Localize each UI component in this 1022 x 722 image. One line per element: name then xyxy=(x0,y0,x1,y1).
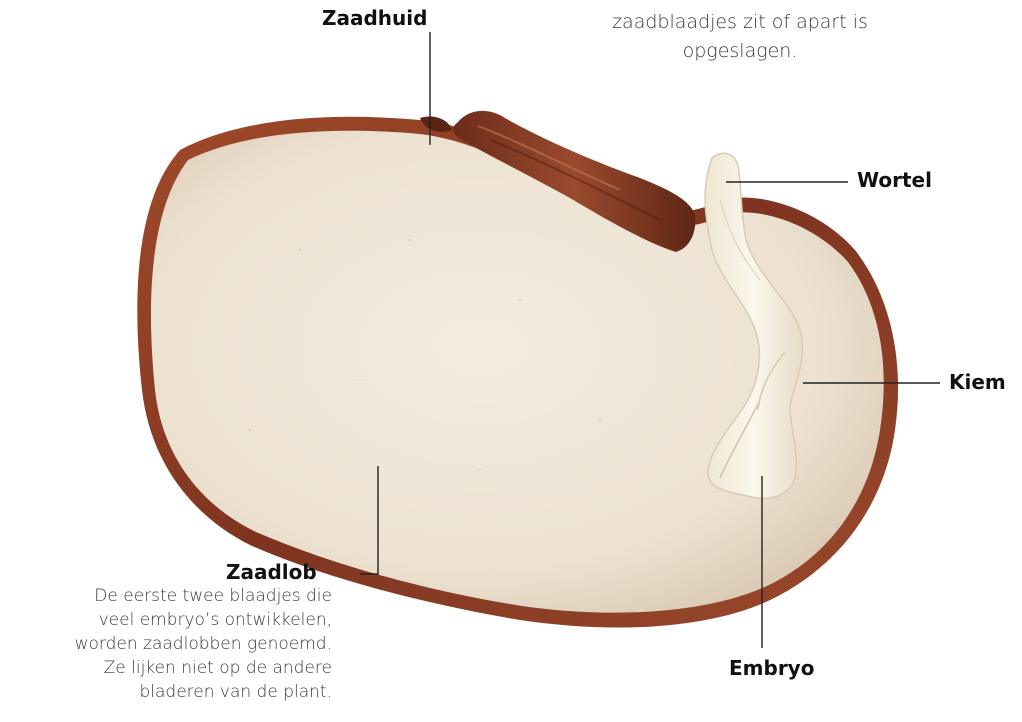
zaadlob-description-line: De eerste twee blaadjes die xyxy=(75,584,332,608)
zaadlob-description-line: Ze lijken niet op de andere xyxy=(75,656,332,680)
top-note-line: zaadblaadjes zit of apart is xyxy=(540,8,940,37)
label-zaadhuid: Zaadhuid xyxy=(322,8,427,28)
label-embryo: Embryo xyxy=(729,658,814,678)
zaadlob-description-line: veel embryo’s ontwikkelen, xyxy=(75,608,332,632)
label-zaadlob: Zaadlob xyxy=(226,562,317,582)
zaadlob-description: De eerste twee blaadjes die veel embryo’… xyxy=(75,584,332,704)
zaadlob-description-line: bladeren van de plant. xyxy=(75,680,332,704)
label-wortel: Wortel xyxy=(857,170,932,190)
zaadlob-description-line: worden zaadlobben genoemd. xyxy=(75,632,332,656)
top-note-line: opgeslagen. xyxy=(540,37,940,66)
top-note: zaadblaadjes zit of apart is opgeslagen. xyxy=(540,8,940,66)
label-kiem: Kiem xyxy=(949,372,1006,392)
